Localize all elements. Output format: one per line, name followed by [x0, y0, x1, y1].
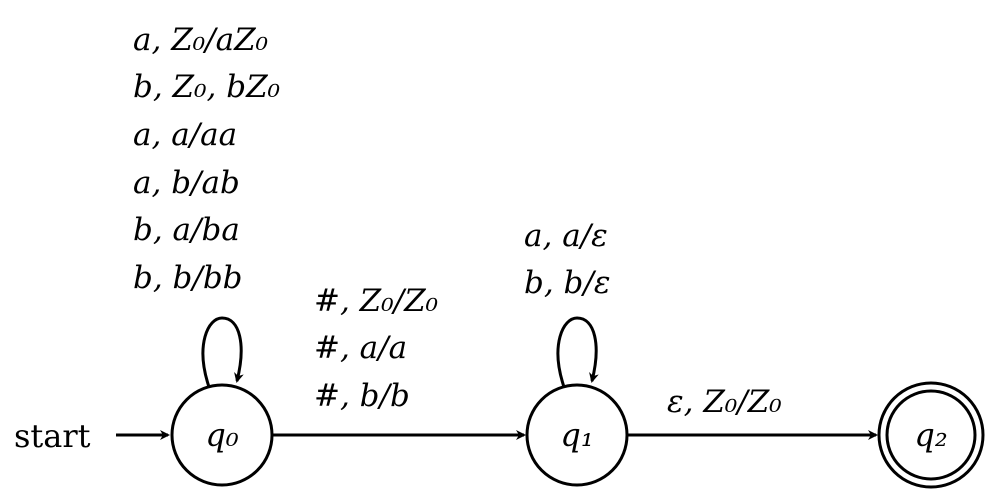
- state-label: q₂: [914, 416, 947, 454]
- transition-label: ε, Z₀/Z₀: [667, 384, 782, 420]
- transition-label: #, b/b: [314, 378, 410, 414]
- q1-loop-labels: a, a/ε b, b/ε: [524, 218, 610, 301]
- transition-label: #, a/a: [314, 330, 407, 366]
- transition-label: b, a/ba: [133, 212, 240, 248]
- q0-self-loop: [201, 316, 244, 388]
- transition-label: b, Z₀, bZ₀: [133, 69, 281, 105]
- transition-label: b, b/bb: [133, 260, 243, 296]
- state-label: q₀: [205, 416, 238, 454]
- state-q2[interactable]: q₂: [877, 381, 985, 489]
- state-label: q₁: [560, 416, 593, 454]
- q0-q1-labels: #, Z₀/Z₀ #, a/a #, b/b: [314, 283, 439, 414]
- transition-label: a, a/aa: [133, 117, 237, 153]
- state-q1[interactable]: q₁: [525, 383, 629, 487]
- start-label: start: [14, 417, 91, 455]
- transition-label: #, Z₀/Z₀: [314, 283, 439, 319]
- state-q0[interactable]: q₀: [170, 383, 274, 487]
- q0-loop-labels: a, Z₀/aZ₀ b, Z₀, bZ₀ a, a/aa a, b/ab b, …: [133, 22, 281, 296]
- transition-label: a, Z₀/aZ₀: [133, 22, 269, 58]
- q1-self-loop: [556, 316, 599, 388]
- transition-label: a, b/ab: [133, 165, 240, 201]
- transition-label: b, b/ε: [524, 265, 610, 301]
- transition-label: a, a/ε: [524, 218, 608, 254]
